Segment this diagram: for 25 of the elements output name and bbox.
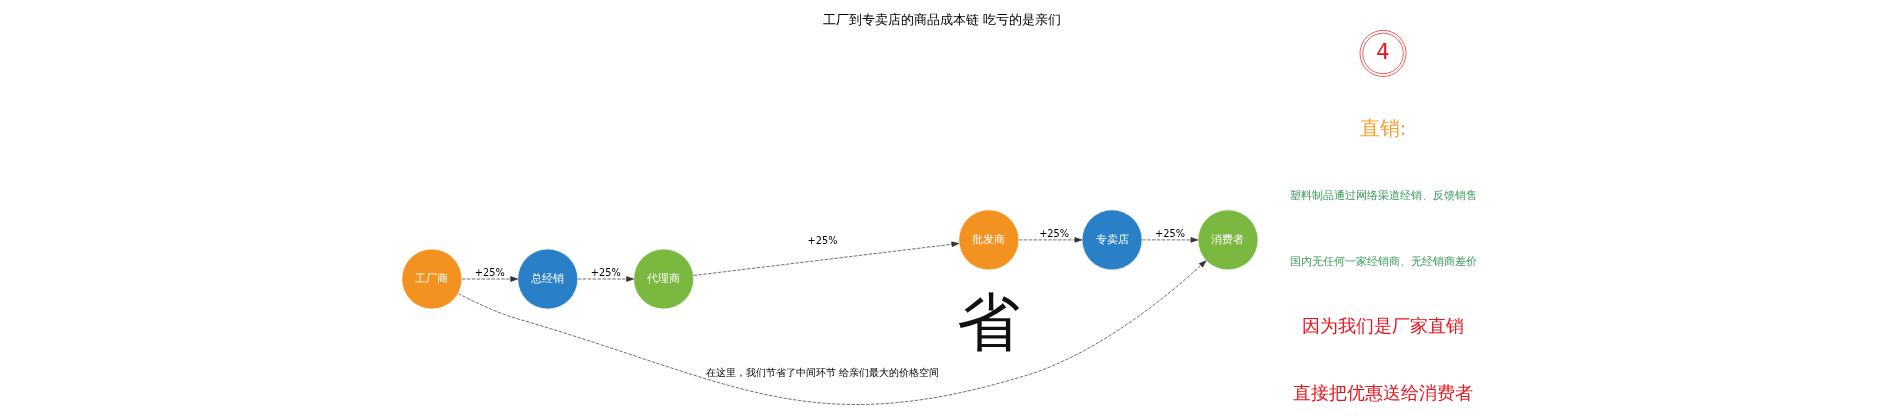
- edge-label: +25%: [807, 235, 838, 247]
- label: 因为我们是厂家直销: [1301, 315, 1464, 337]
- label: 4: [1375, 39, 1390, 64]
- diagram-title: 工厂到专卖店的商品成本链 吃亏的是亲们: [822, 11, 1061, 27]
- label: 国内无任何一家经销商、无经销商差价: [1289, 254, 1477, 268]
- label: 直销:: [1359, 117, 1406, 141]
- arrow: [457, 260, 1206, 405]
- node-circle: 专卖店: [1081, 209, 1142, 271]
- node-circle: 总经销: [516, 248, 578, 310]
- arrow: [461, 276, 518, 282]
- arrow: [1018, 237, 1082, 243]
- arrow: [577, 276, 634, 282]
- node-circle: 工厂商: [400, 248, 462, 310]
- arrow: [692, 241, 959, 276]
- edge-label: +25%: [474, 267, 505, 279]
- node-circle: 代理商: [632, 248, 694, 310]
- edge-label: +25%: [1154, 228, 1185, 240]
- node-circle: 批发商: [957, 209, 1019, 271]
- label: 省: [956, 285, 1020, 359]
- edge-label: +25%: [1038, 228, 1069, 240]
- arrow: [1141, 237, 1198, 243]
- edge-label: 在这里，我们节省了中间环节 给亲们最大的价格空间: [705, 367, 939, 379]
- edge-label: +25%: [590, 267, 621, 279]
- label: 直接把优惠送给消费者: [1292, 381, 1473, 403]
- label: 塑料制品通过网络渠道经销、反馈销售: [1289, 189, 1477, 203]
